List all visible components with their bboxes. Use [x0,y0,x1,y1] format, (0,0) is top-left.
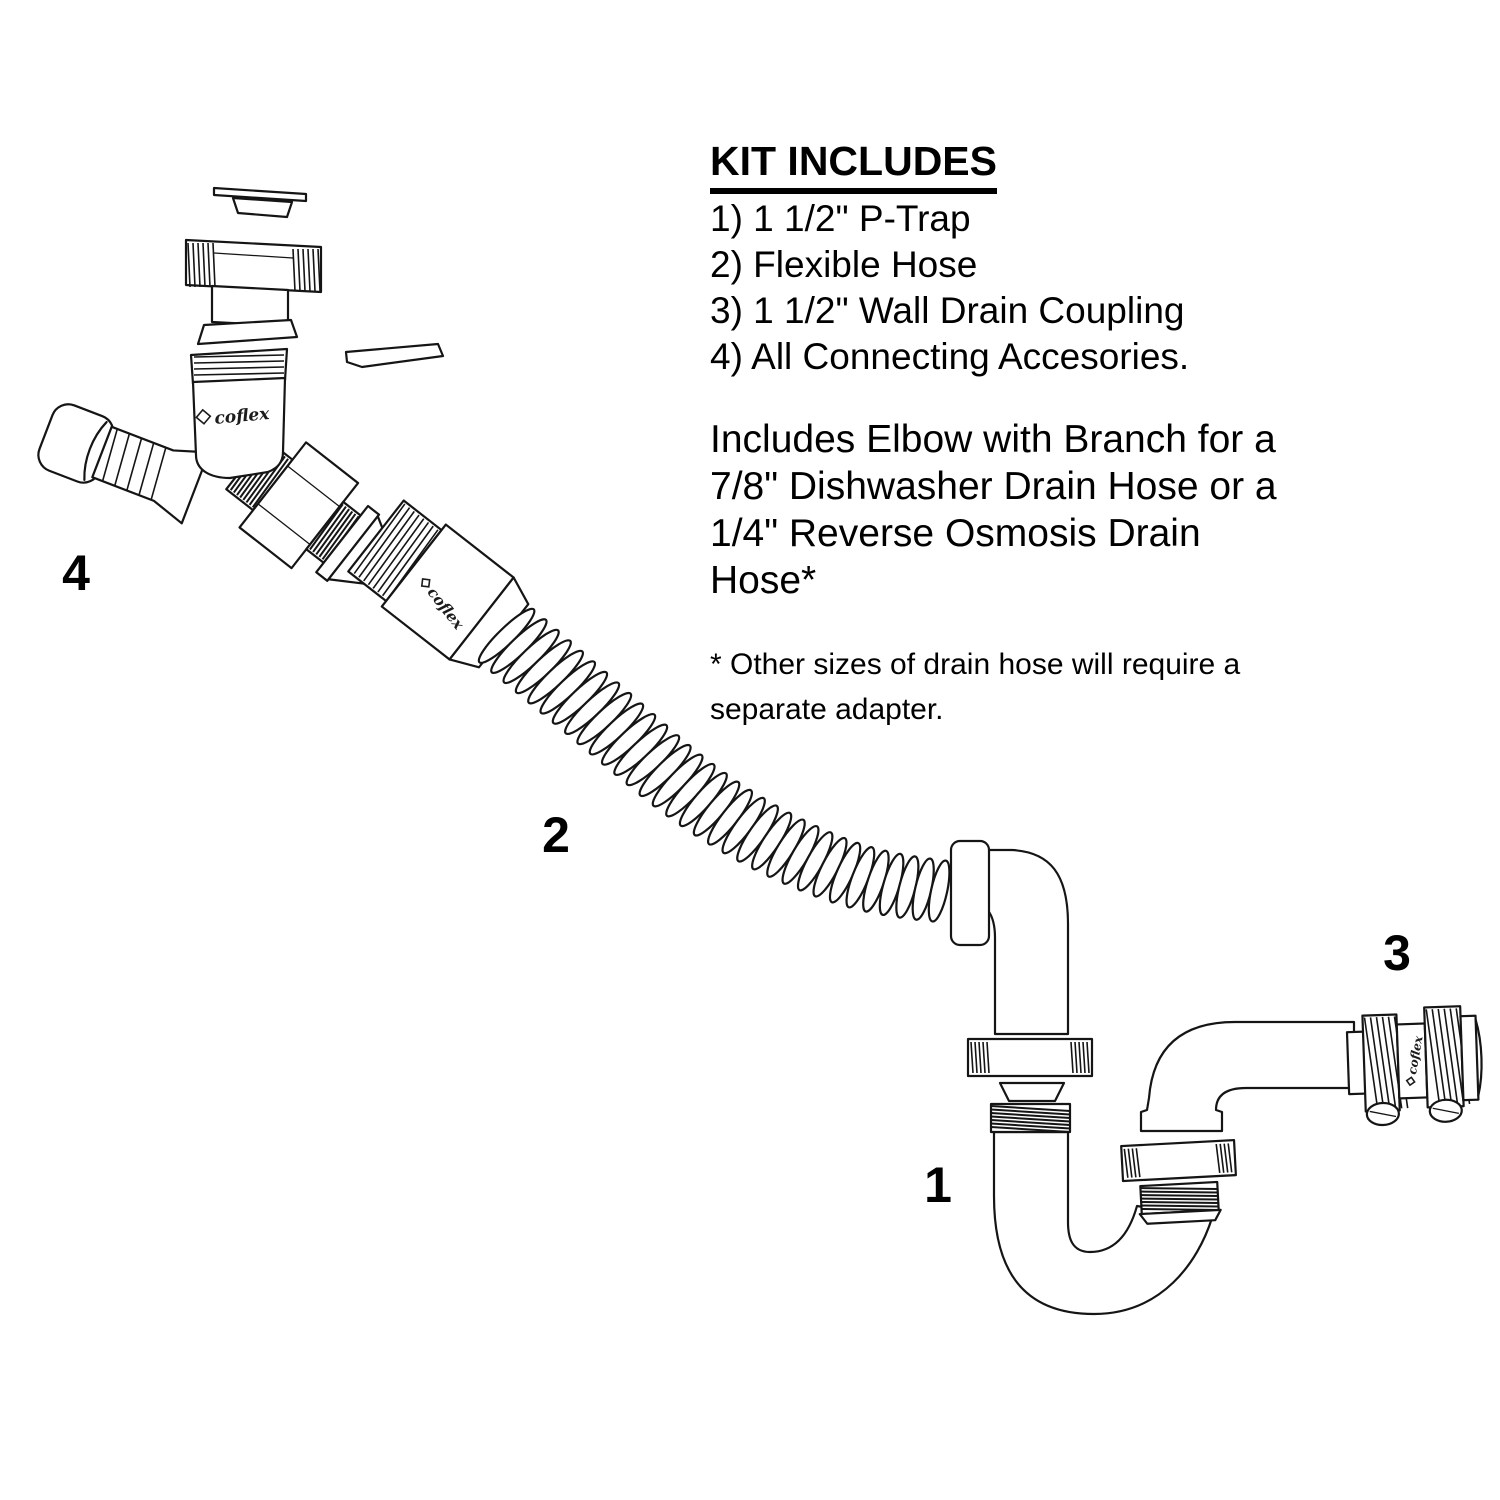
footnote-line: * Other sizes of drain hose will require… [710,648,1241,681]
svg-text:coflex: coflex [214,404,271,429]
part-label-4: 4 [62,545,90,601]
clamp-screw-left [1365,1101,1400,1127]
j-bend [992,1130,1214,1316]
svg-text:coflex: coflex [1405,1034,1426,1075]
description-line: 7/8" Dishwasher Drain Hose or a [710,465,1277,508]
flat-washer-skirt [231,196,294,219]
kit-item: 1) 1 1/2" P-Trap [710,198,971,239]
description-line: 1/4" Reverse Osmosis Drain [710,512,1201,555]
kit-item: 3) 1 1/2" Wall Drain Coupling [710,290,1185,331]
slip-nut-outlet [1120,1139,1237,1183]
part-label-3: 3 [1383,925,1411,981]
waste-arm [1139,1020,1356,1133]
description-line: Hose* [710,559,817,602]
part-label-2: 2 [542,807,570,863]
tailpiece [196,284,299,346]
hose-end-cuff [949,839,991,947]
bevel-washer-inlet [998,1081,1066,1103]
kit-includes-list: 1) 1 1/2" P-Trap 2) Flexible Hose 3) 1 1… [710,196,1189,380]
clamp-screw-right [1428,1098,1463,1123]
kit-item: 2) Flexible Hose [710,244,978,285]
hose-connector: coflex [347,499,530,669]
slip-nut-inlet [966,1037,1094,1078]
trap-inlet-threads [989,1102,1072,1134]
bevel-washer [344,342,445,369]
slip-nut-top [184,238,323,294]
kit-title: KIT INCLUDES [710,138,997,194]
part-label-1: 1 [924,1157,952,1213]
branch-barb [91,425,211,525]
kit-footnote: * Other sizes of drain hose will require… [710,642,1240,732]
trap-outlet-threads [1138,1180,1222,1225]
p-trap-drawing [949,839,1356,1316]
kit-description: Includes Elbow with Branch for a 7/8" Di… [710,416,1277,604]
body-threads [189,347,289,386]
description-line: Includes Elbow with Branch for a [710,418,1276,461]
corrugated-hose [477,607,951,923]
coupling-end-cap [1459,1014,1483,1102]
coflex-logo: coflex [195,404,271,429]
flexible-hose-drawing: coflex [347,499,951,923]
flat-washer [212,186,308,203]
wall-drain-coupling-drawing: coflex [1345,1005,1483,1127]
branch-body [191,376,287,480]
kit-item: 4) All Connecting Accesories. [710,336,1190,377]
footnote-line: separate adapter. [710,693,944,726]
coflex-logo: coflex [1405,1034,1426,1087]
